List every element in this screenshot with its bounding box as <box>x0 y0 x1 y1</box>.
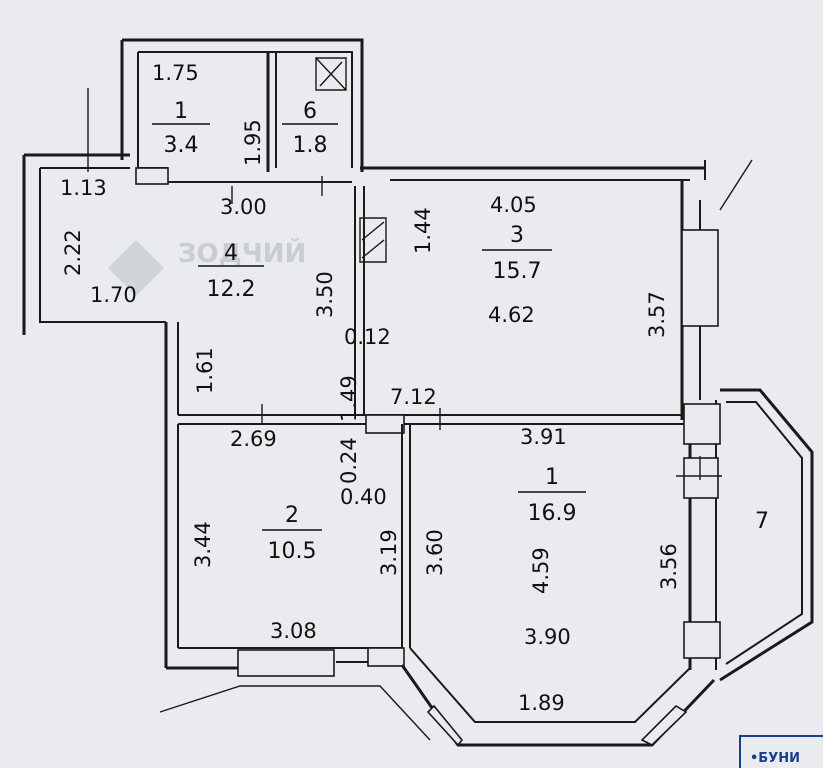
room-4-number: 4 <box>224 241 238 266</box>
dim-1-95: 1.95 <box>241 119 265 166</box>
room-1: 1 16.9 <box>518 465 586 526</box>
watermark-brand: ЗОДЧИЙ <box>178 237 306 269</box>
dim-1-61: 1.61 <box>193 347 217 394</box>
dim-3-60: 3.60 <box>423 529 447 576</box>
dim-3-00: 3.00 <box>220 195 267 219</box>
room-5: 1 3.4 <box>152 99 210 158</box>
room-4: 4 12.2 <box>198 241 264 302</box>
room-6: 6 1.8 <box>282 99 338 158</box>
room-3: 3 15.7 <box>482 223 552 284</box>
dim-3-44: 3.44 <box>191 521 215 568</box>
dim-3-57: 3.57 <box>645 291 669 338</box>
dim-3-91: 3.91 <box>520 425 567 449</box>
corner-stamp-text: •БУНИ <box>750 751 800 766</box>
watermark-logo-icon <box>108 240 164 296</box>
room-2-number: 2 <box>285 503 299 528</box>
dim-1-49: 1.49 <box>337 375 361 422</box>
room-7-number: 7 <box>755 509 769 534</box>
room-5-area: 3.4 <box>164 133 199 158</box>
dim-3-08: 3.08 <box>270 619 317 643</box>
dim-0-12: 0.12 <box>344 325 391 349</box>
dim-1-75: 1.75 <box>152 61 199 85</box>
corner-stamp: •БУНИ <box>739 735 823 768</box>
dimension-labels: 1.75 1.95 1.13 2.22 3.00 1.44 4.05 3.50 … <box>60 61 681 715</box>
dim-2-69: 2.69 <box>230 427 277 451</box>
dim-2-22: 2.22 <box>61 229 85 276</box>
dim-3-19: 3.19 <box>377 529 401 576</box>
room-1-number: 1 <box>545 465 559 490</box>
room-3-number: 3 <box>510 223 524 248</box>
room-6-area: 1.8 <box>293 133 328 158</box>
dim-0-24: 0.24 <box>337 437 361 484</box>
dim-1-89: 1.89 <box>518 691 565 715</box>
dim-3-90: 3.90 <box>524 625 571 649</box>
dim-4-05: 4.05 <box>490 193 537 217</box>
room-4-area: 12.2 <box>207 277 256 302</box>
room-2-area: 10.5 <box>268 539 317 564</box>
dim-1-13: 1.13 <box>60 176 107 200</box>
dim-0-40: 0.40 <box>340 485 387 509</box>
room-6-number: 6 <box>303 99 317 124</box>
dim-4-62: 4.62 <box>488 303 535 327</box>
walls <box>22 38 814 747</box>
room-5-number: 1 <box>174 99 188 124</box>
watermark: ЗОДЧИЙ <box>108 237 306 296</box>
dim-1-70: 1.70 <box>90 283 137 307</box>
dim-3-50: 3.50 <box>313 271 337 318</box>
dim-1-44: 1.44 <box>411 207 435 254</box>
dim-7-12: 7.12 <box>390 385 437 409</box>
room-1-area: 16.9 <box>528 501 577 526</box>
room-3-area: 15.7 <box>493 259 542 284</box>
dim-3-56: 3.56 <box>657 543 681 590</box>
room-7: 7 <box>755 509 769 534</box>
room-2: 2 10.5 <box>262 503 322 564</box>
dim-4-59: 4.59 <box>529 547 553 594</box>
